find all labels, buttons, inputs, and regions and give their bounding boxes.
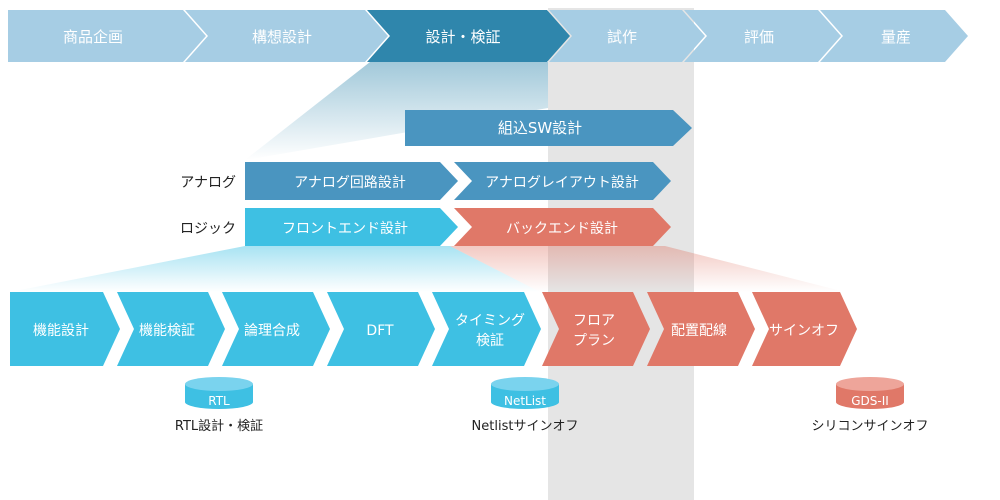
frontend-label: フロントエンド設計 [282, 221, 408, 237]
analog-circuit-label: アナログ回路設計 [294, 175, 406, 191]
milestone-netlist: NetList Netlistサインオフ [472, 377, 579, 434]
phase-funnel [245, 62, 548, 160]
flow-step[interactable] [117, 292, 225, 366]
phase-chevron[interactable] [185, 10, 388, 62]
flow-step[interactable] [752, 292, 857, 366]
database-icon-top [836, 377, 904, 391]
flow-step[interactable] [542, 292, 650, 366]
frontend-funnel [10, 246, 540, 292]
flow-step-label: 機能検証 [139, 323, 195, 339]
phase-label: 評価 [744, 28, 774, 46]
flow-step-label: サインオフ [769, 323, 839, 339]
milestone-rtl: RTL RTL設計・検証 [175, 377, 263, 434]
flow-step-label: フロア [573, 313, 615, 329]
phase-label-active: 設計・検証 [425, 28, 500, 46]
phase-label: 構想設計 [252, 28, 312, 46]
embedded-sw-bar[interactable] [405, 110, 692, 146]
phase-chevron[interactable] [684, 10, 841, 62]
backend-label: バックエンド設計 [506, 221, 618, 237]
phase-label: 試作 [607, 28, 637, 46]
database-label: GDS-II [851, 394, 889, 408]
embedded-sw-label: 組込SW設計 [498, 119, 582, 137]
milestone-gds: GDS-II シリコンサインオフ [811, 377, 929, 434]
flow-step[interactable] [222, 292, 330, 366]
phase-chevron-active[interactable] [367, 10, 570, 62]
database-icon-top [185, 377, 253, 391]
database-label: NetList [504, 394, 546, 408]
analog-row-label: アナログ [180, 175, 236, 191]
flow-step[interactable] [327, 292, 435, 366]
flow-step-label: 検証 [476, 333, 504, 349]
phase-label: 量産 [881, 28, 911, 46]
phase-label: 商品企画 [63, 28, 123, 46]
flow-step[interactable] [432, 292, 541, 366]
phase-chevron[interactable] [820, 10, 968, 62]
milestone-caption: シリコンサインオフ [811, 419, 928, 434]
flow-step-label: 配置配線 [671, 323, 727, 339]
phase-chevron[interactable] [8, 10, 206, 62]
flow-step[interactable] [647, 292, 755, 366]
backend-funnel [450, 246, 845, 292]
milestone-caption: RTL設計・検証 [175, 418, 263, 434]
database-icon [836, 384, 904, 409]
milestone-caption: Netlistサインオフ [472, 419, 579, 434]
flow-step-label: 機能設計 [33, 323, 89, 339]
analog-layout-label: アナログレイアウト設計 [485, 175, 639, 191]
database-label: RTL [208, 394, 230, 408]
analog-circuit-bar[interactable] [245, 162, 458, 200]
backend-bar[interactable] [454, 208, 671, 246]
flow-step[interactable] [10, 292, 120, 366]
flow-steps: 機能設計 機能検証 論理合成 DFT タイミング 検証 フロア プラン 配置配線… [10, 292, 857, 366]
flow-step-label: 論理合成 [244, 323, 300, 339]
database-icon [185, 384, 253, 409]
database-icon [491, 384, 559, 409]
analog-layout-bar[interactable] [454, 162, 671, 200]
logic-row-label: ロジック [180, 221, 236, 237]
database-icon-top [491, 377, 559, 391]
flow-step-label: タイミング [455, 313, 525, 329]
phase-bar: 商品企画 構想設計 設計・検証 試作 評価 量産 [8, 10, 968, 62]
flow-step-label: プラン [573, 333, 615, 349]
frontend-bar[interactable] [245, 208, 458, 246]
phase-chevron[interactable] [549, 10, 705, 62]
flow-step-label: DFT [366, 323, 394, 339]
